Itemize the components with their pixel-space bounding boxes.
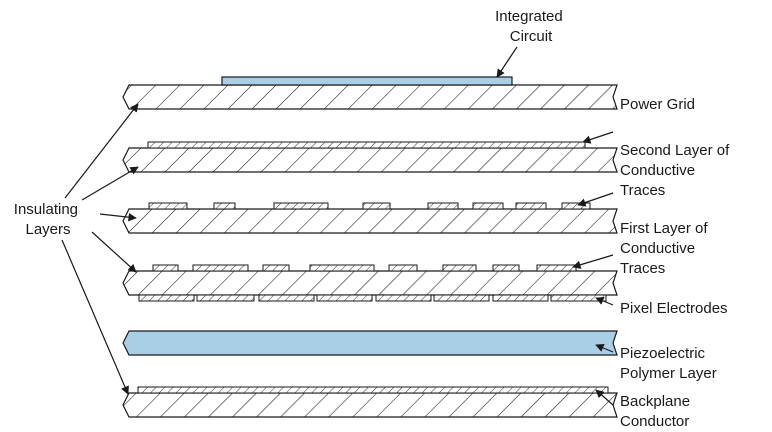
conductive-trace: [561, 202, 591, 210]
conductive-trace: [309, 264, 375, 272]
conductive-trace: [515, 202, 547, 210]
conductive-trace: [262, 264, 290, 272]
label-backplane: Backplane Conductor: [620, 393, 694, 430]
layer-ic-substrate: [122, 76, 618, 110]
leader-second-layer: [577, 192, 614, 207]
leader-integrated-circuit: [496, 46, 518, 78]
label-piezo: Piezoelectric Polymer Layer: [620, 345, 717, 382]
label-integrated-circuit: Integrated Circuit: [495, 8, 567, 45]
second-layer-traces: [148, 202, 591, 210]
leader-power-grid: [582, 131, 614, 144]
label-power-grid: Power Grid: [620, 96, 695, 113]
piezo-polymer-slab: [122, 330, 618, 356]
pixel-electrode: [258, 294, 315, 302]
layer-power-grid: [122, 141, 618, 173]
label-first-layer: First Layer of Conductive Traces: [620, 220, 712, 277]
label-second-layer: Second Layer of Conductive Traces: [620, 142, 733, 199]
pixel-electrode: [138, 294, 195, 302]
leader-piezo: [595, 343, 614, 353]
pixel-electrode: [433, 294, 490, 302]
layer-second-traces: [122, 202, 618, 234]
pixel-electrode: [316, 294, 373, 302]
leader-pixel-electrodes: [595, 296, 614, 306]
pixel-electrode: [492, 294, 549, 302]
conductive-trace: [536, 264, 577, 272]
conductive-trace: [213, 202, 236, 210]
conductive-trace: [472, 202, 504, 210]
conductive-trace: [427, 202, 459, 210]
leader-backplane: [595, 389, 614, 406]
leader-first-layer: [572, 254, 614, 269]
arrow-insulating-5: [61, 239, 129, 395]
arrow-insulating-1: [64, 103, 139, 199]
layer-backplane: [122, 386, 618, 418]
conductive-trace: [148, 202, 188, 210]
arrow-insulating-3: [99, 212, 137, 222]
power-grid-strip: [147, 141, 586, 149]
pixel-electrode: [550, 294, 607, 302]
conductive-trace: [152, 264, 179, 272]
conductive-trace: [362, 202, 391, 210]
pixel-electrodes-row: [138, 294, 607, 302]
label-insulating-layers: Insulating Layers: [14, 201, 82, 238]
pixel-electrode: [375, 294, 432, 302]
conductive-trace: [388, 264, 418, 272]
arrow-insulating-2: [81, 166, 139, 201]
layer-piezo: [122, 330, 618, 356]
arrow-insulating-4: [91, 231, 137, 273]
pixel-electrode: [196, 294, 255, 302]
layer-first-traces: [122, 264, 618, 302]
conductive-trace: [273, 202, 329, 210]
first-layer-traces: [152, 264, 577, 272]
conductive-trace: [192, 264, 249, 272]
backplane-conductor-strip: [137, 386, 609, 394]
label-pixel-electrodes: Pixel Electrodes: [620, 300, 728, 317]
conductive-trace: [442, 264, 477, 272]
conductive-trace: [492, 264, 520, 272]
integrated-circuit-chip: [221, 76, 513, 86]
